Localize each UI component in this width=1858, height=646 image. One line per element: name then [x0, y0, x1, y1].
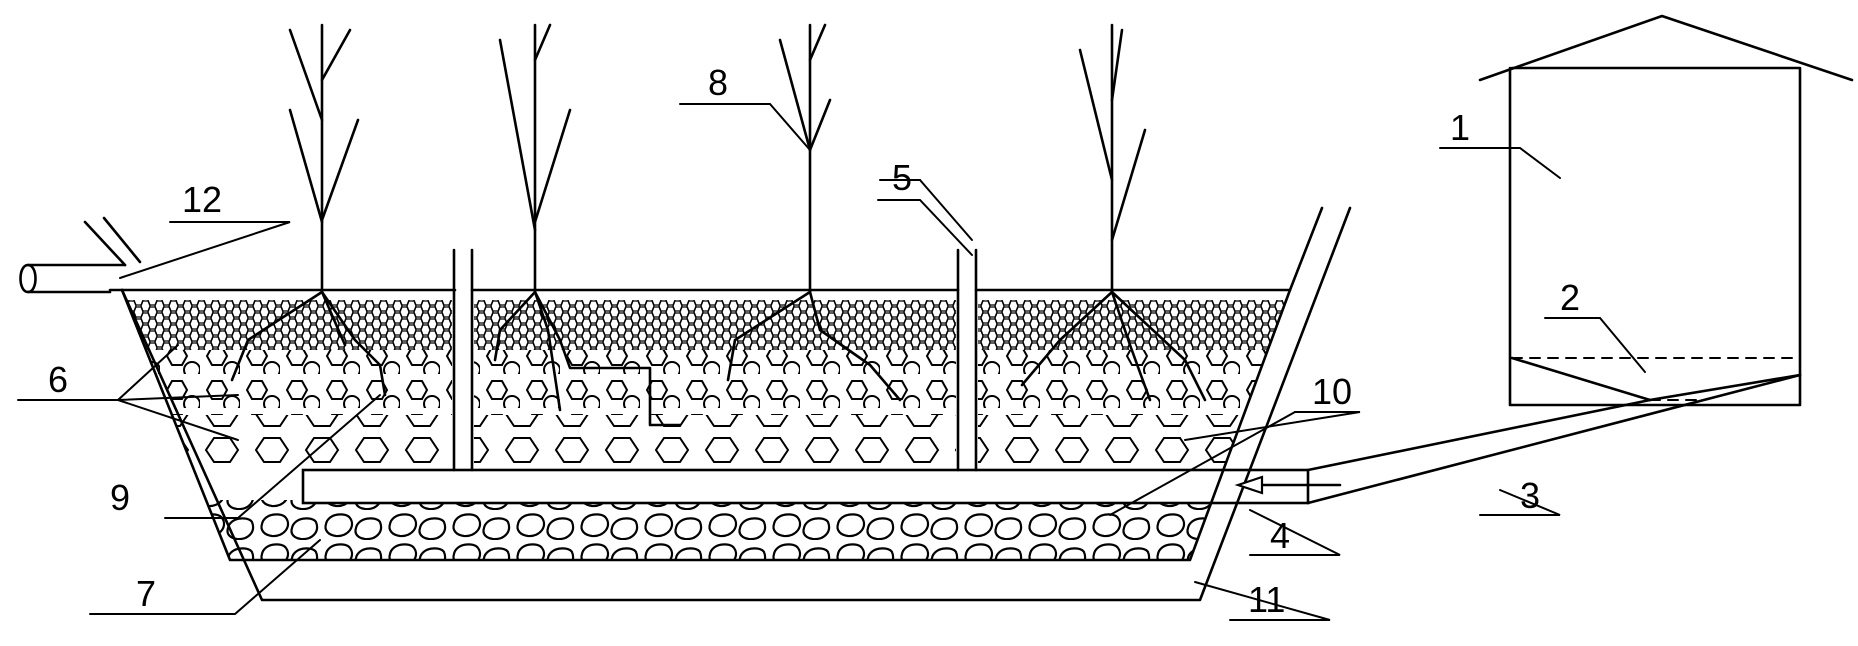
label-5: 5 [892, 157, 912, 198]
leader-lines [17, 103, 1646, 621]
vent-pipe [879, 179, 973, 241]
distribution-pipe [301, 468, 1310, 505]
label-3: 3 [1520, 475, 1540, 516]
divider-wall-right [956, 250, 978, 470]
tank-walls [108, 206, 1352, 602]
label-9: 9 [110, 477, 130, 518]
wetland-plants [288, 23, 1147, 294]
label-8: 8 [708, 62, 728, 103]
divider-wall-left [452, 250, 474, 470]
substrate-media [122, 300, 1290, 560]
label-4: 4 [1270, 515, 1290, 556]
label-6: 6 [48, 359, 68, 400]
label-12: 12 [182, 179, 222, 220]
label-7: 7 [136, 573, 156, 614]
label-1: 1 [1450, 107, 1470, 148]
flow-arrow [1234, 475, 1342, 495]
label-11: 11 [1248, 579, 1285, 620]
inlet-pipe [1306, 373, 1802, 505]
label-10: 10 [1312, 371, 1352, 412]
outlet-pipe [19, 216, 142, 294]
storage-tank [1478, 14, 1854, 407]
label-2: 2 [1560, 277, 1580, 318]
plant-roots [230, 290, 1207, 427]
